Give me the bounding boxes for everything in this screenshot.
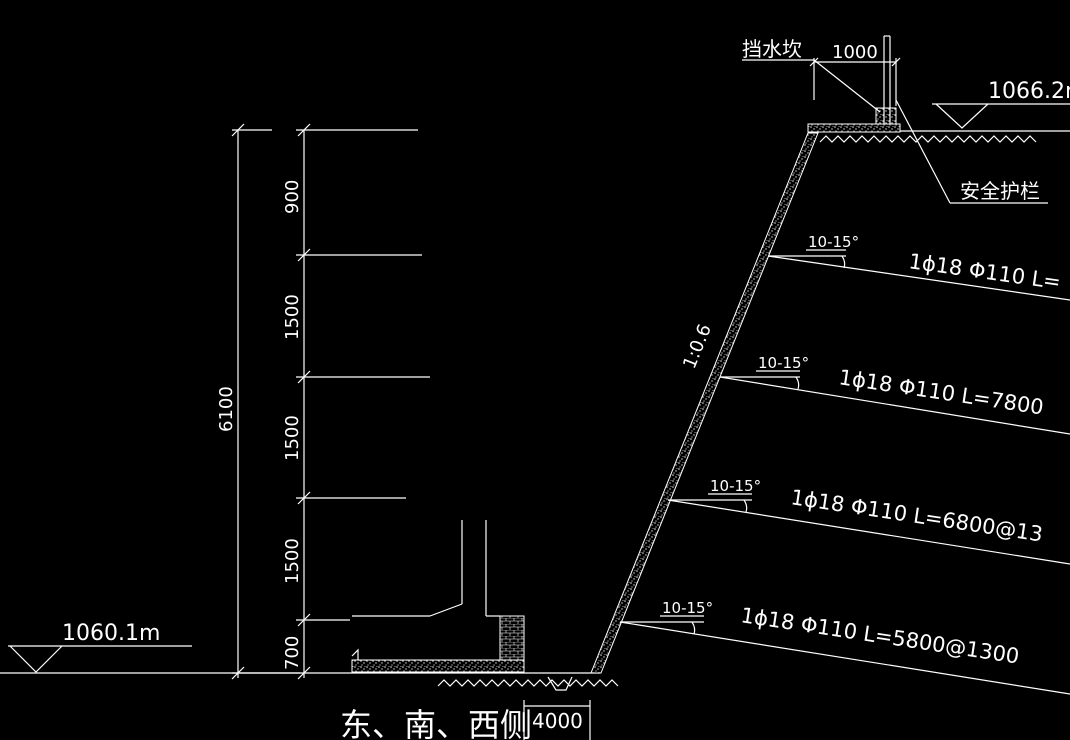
bottom-elevation-label: 1060.1m [62, 621, 160, 646]
guardrail-label: 安全护栏 [960, 179, 1040, 203]
nail-2-spec: 1ϕ18 Φ110 L=7800 [837, 365, 1045, 419]
guardrail-leader [895, 99, 951, 204]
base-width-dimension [523, 700, 591, 740]
slope-ratio-label: 1:0.6 [679, 321, 716, 372]
top-slab [807, 123, 901, 133]
top-width-label: 1000 [832, 42, 878, 63]
retaining-curb [875, 107, 897, 125]
section-title: 东、南、西侧 [340, 706, 532, 740]
nail-4-angle: 10-15° [662, 599, 713, 617]
retaining-wall-label: 挡水坎 [742, 37, 802, 61]
soil-nail-1 [767, 249, 1070, 301]
bottom-elevation-marker [8, 645, 192, 673]
dim-seg-3-label: 1500 [282, 415, 303, 461]
nail-4-spec: 1ϕ18 Φ110 L=5800@1300 [739, 603, 1021, 668]
dim-seg-1-label: 900 [282, 180, 303, 214]
dim-seg-4-label: 1500 [282, 538, 303, 584]
dim-seg-2-label: 1500 [282, 294, 303, 340]
nail-2-angle: 10-15° [758, 354, 809, 372]
top-width-dimension [809, 57, 901, 106]
dim-total-label: 6100 [216, 386, 237, 432]
top-elevation-label: 1066.2m [988, 79, 1070, 104]
guardrail-post [883, 35, 891, 124]
base-structure [351, 520, 525, 673]
ground-hatch-top [819, 135, 1037, 143]
ground-hatch-bottom [437, 676, 619, 691]
soil-nail-3 [667, 493, 1070, 565]
dimension-chain [231, 123, 430, 680]
nail-1-angle: 10-15° [808, 233, 859, 251]
retaining-wall-leader-diag [813, 59, 881, 113]
nail-3-spec: 1ϕ18 Φ110 L=6800@13 [789, 485, 1044, 546]
base-width-label: 4000 [532, 709, 583, 733]
soil-nail-2 [719, 370, 1070, 435]
soil-nail-4 [619, 615, 1070, 695]
slope-shotcrete [590, 132, 819, 674]
top-elevation-marker [932, 103, 1070, 129]
dim-seg-5-label: 700 [282, 636, 303, 670]
nail-3-angle: 10-15° [710, 477, 761, 495]
